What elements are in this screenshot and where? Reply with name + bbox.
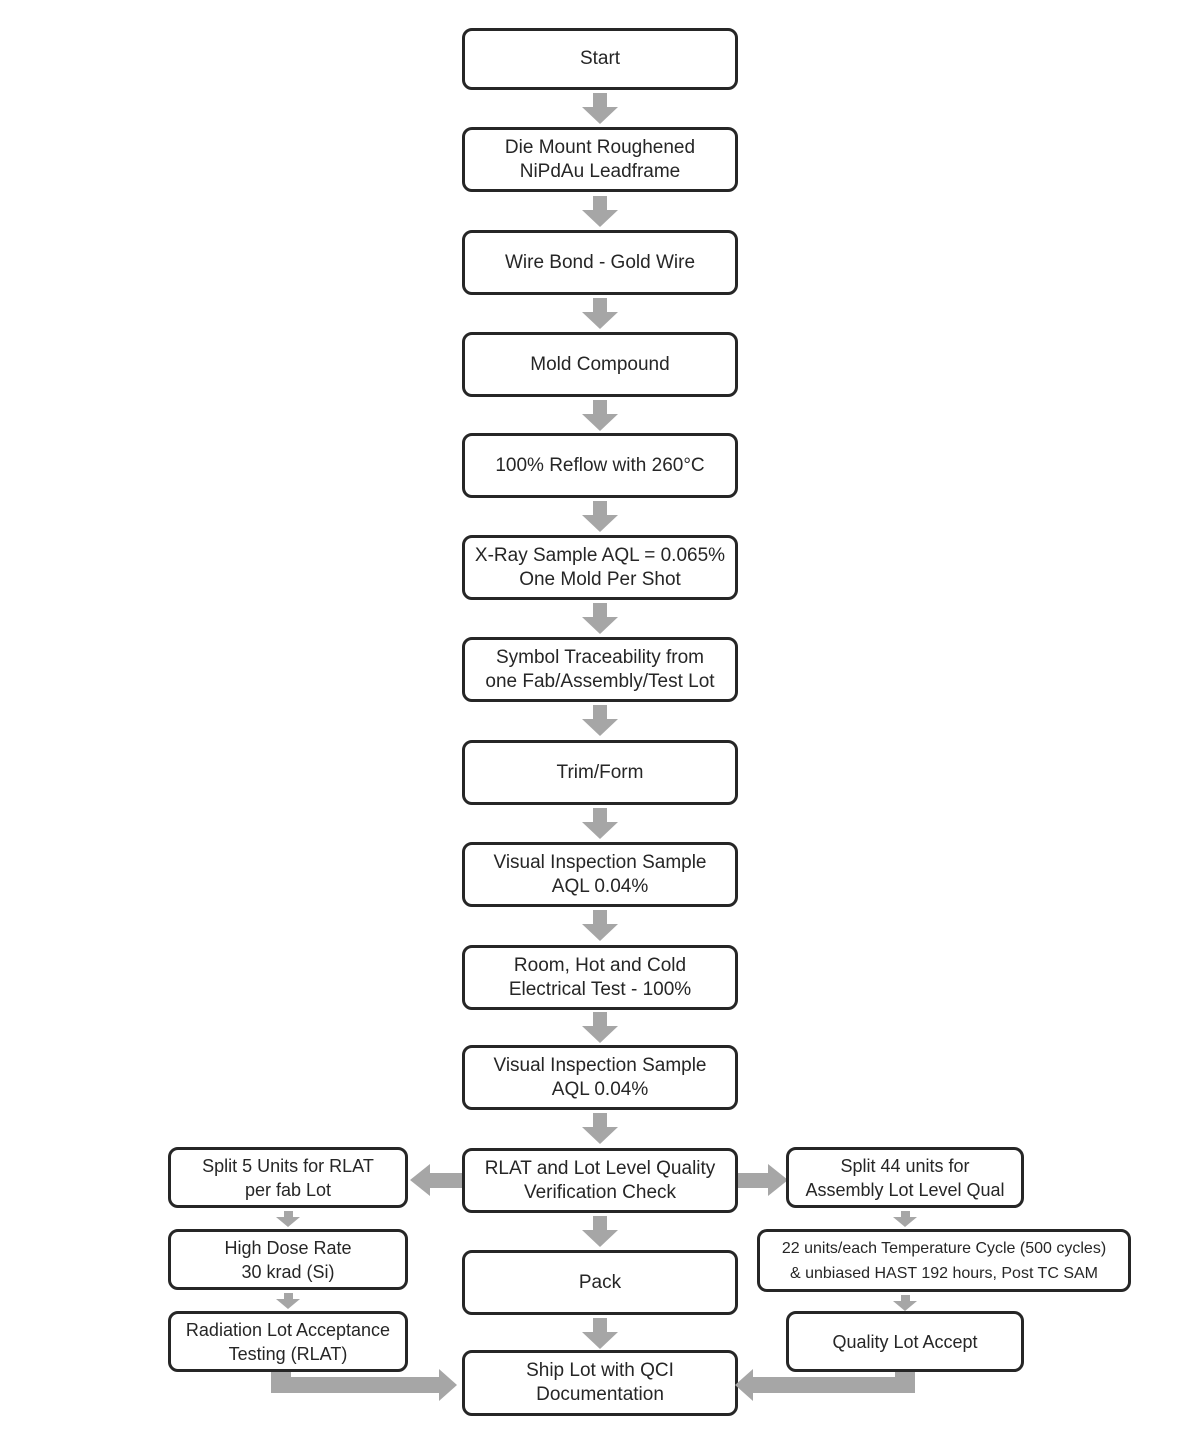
node-label: AQL 0.04% <box>551 1078 649 1100</box>
flow-node-quality-lot-accept: Quality Lot Accept <box>786 1311 1024 1372</box>
flow-node-temp-cycle-hast: 22 units/each Temperature Cycle (500 cyc… <box>757 1229 1131 1292</box>
flow-node-high-dose-rate: High Dose Rate 30 krad (Si) <box>168 1229 408 1290</box>
flow-node-electrical-test: Room, Hot and Cold Electrical Test - 100… <box>462 945 738 1010</box>
flow-node-trim-form: Trim/Form <box>462 740 738 805</box>
node-label: X-Ray Sample AQL = 0.065% <box>474 544 726 566</box>
arrow-down-icon <box>582 1318 618 1349</box>
flow-node-split-5-units: Split 5 Units for RLAT per fab Lot <box>168 1147 408 1208</box>
node-label: Visual Inspection Sample <box>493 1054 707 1076</box>
node-label: Visual Inspection Sample <box>493 851 707 873</box>
node-label: 22 units/each Temperature Cycle (500 cyc… <box>781 1239 1107 1257</box>
node-label: Wire Bond - Gold Wire <box>504 251 696 273</box>
arrow-down-icon <box>582 705 618 736</box>
flow-node-mold-compound: Mold Compound <box>462 332 738 397</box>
node-label: Die Mount Roughened <box>504 136 696 158</box>
arrow-down-icon <box>582 1012 618 1043</box>
node-label: Assembly Lot Level Qual <box>805 1179 1005 1200</box>
node-label: RLAT and Lot Level Quality <box>484 1157 716 1179</box>
node-label: Symbol Traceability from <box>495 646 704 668</box>
flow-node-split-44-units: Split 44 units for Assembly Lot Level Qu… <box>786 1147 1024 1208</box>
arrow-down-icon <box>582 1216 618 1247</box>
node-label: Room, Hot and Cold <box>513 954 687 976</box>
node-label: Start <box>579 48 621 69</box>
node-label: One Mold Per Shot <box>519 568 681 590</box>
arrow-down-icon <box>582 808 618 839</box>
node-label: Mold Compound <box>530 353 670 375</box>
flow-node-visual-inspection-2: Visual Inspection Sample AQL 0.04% <box>462 1045 738 1110</box>
node-label: 30 krad (Si) <box>241 1261 335 1282</box>
node-label: Documentation <box>536 1384 664 1405</box>
flow-node-symbol-traceability: Symbol Traceability from one Fab/Assembl… <box>462 637 738 702</box>
node-label: one Fab/Assembly/Test Lot <box>485 670 715 692</box>
elbow-arrow-left-icon <box>735 1369 915 1404</box>
node-label: Ship Lot with QCI <box>526 1360 674 1381</box>
arrow-down-icon <box>893 1211 917 1227</box>
arrow-down-icon <box>582 93 618 124</box>
arrow-down-icon <box>582 298 618 329</box>
node-label: Radiation Lot Acceptance <box>185 1319 391 1340</box>
node-label: AQL 0.04% <box>551 875 649 897</box>
node-label: Trim/Form <box>556 761 644 783</box>
flow-node-wire-bond: Wire Bond - Gold Wire <box>462 230 738 295</box>
node-label: per fab Lot <box>244 1179 332 1200</box>
arrow-down-icon <box>276 1211 300 1227</box>
flow-node-visual-inspection-1: Visual Inspection Sample AQL 0.04% <box>462 842 738 907</box>
arrow-down-icon <box>276 1293 300 1309</box>
elbow-arrow-right-icon <box>271 1369 461 1404</box>
arrow-down-icon <box>582 501 618 532</box>
node-label: Split 5 Units for RLAT <box>202 1155 374 1176</box>
flow-node-rlat-verification-check: RLAT and Lot Level Quality Verification … <box>462 1148 738 1213</box>
arrow-down-icon <box>582 910 618 941</box>
flow-node-start: Start <box>462 28 738 90</box>
arrow-down-icon <box>582 196 618 227</box>
flow-node-pack: Pack <box>462 1250 738 1315</box>
arrow-down-icon <box>893 1295 917 1311</box>
node-label: & unbiased HAST 192 hours, Post TC SAM <box>789 1264 1098 1282</box>
flow-node-reflow: 100% Reflow with 260°C <box>462 433 738 498</box>
flow-node-rlat-testing: Radiation Lot Acceptance Testing (RLAT) <box>168 1311 408 1372</box>
arrow-down-icon <box>582 400 618 431</box>
node-label: NiPdAu Leadframe <box>519 160 681 182</box>
node-label: Pack <box>578 1271 622 1293</box>
node-label: Electrical Test - 100% <box>508 978 692 1000</box>
node-label: High Dose Rate <box>224 1237 352 1258</box>
arrow-down-icon <box>582 1113 618 1144</box>
flow-node-ship-lot: Ship Lot with QCI Documentation <box>462 1350 738 1416</box>
node-label: Verification Check <box>523 1181 677 1203</box>
flow-node-xray-sample: X-Ray Sample AQL = 0.065% One Mold Per S… <box>462 535 738 600</box>
arrow-down-icon <box>582 603 618 634</box>
node-label: Quality Lot Accept <box>832 1331 978 1352</box>
node-label: 100% Reflow with 260°C <box>495 454 705 476</box>
arrow-right-icon <box>738 1164 788 1196</box>
arrow-left-icon <box>410 1164 462 1196</box>
node-label: Testing (RLAT) <box>228 1343 348 1364</box>
flow-node-die-mount: Die Mount Roughened NiPdAu Leadframe <box>462 127 738 192</box>
node-label: Split 44 units for <box>840 1155 970 1176</box>
